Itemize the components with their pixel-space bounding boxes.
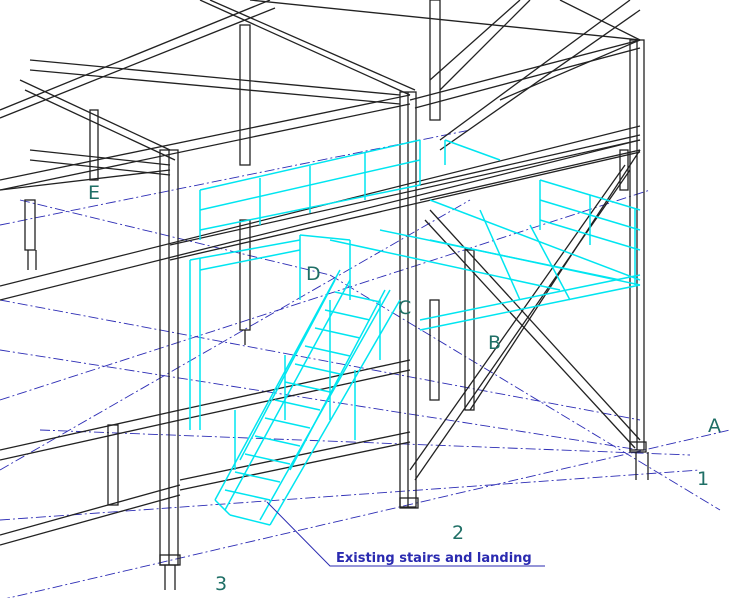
annotation: Existing stairs and landing [266,501,545,567]
grid-label-c: C [398,297,411,319]
steel-frame [0,0,649,590]
grid-lines [0,129,730,598]
grid-label-3: 3 [215,573,227,595]
annotation-leader-line [266,501,545,567]
grid-label-d: D [306,263,321,285]
grid-label-b: B [488,332,501,354]
existing-stairs-and-landing [189,139,641,526]
grid-labels: A B C D E 1 2 3 [88,182,721,595]
annotation-text: Existing stairs and landing [336,551,532,566]
grid-label-1: 1 [697,468,709,490]
grid-label-e: E [88,182,100,204]
grid-label-2: 2 [452,522,464,544]
grid-label-a: A [708,415,721,437]
